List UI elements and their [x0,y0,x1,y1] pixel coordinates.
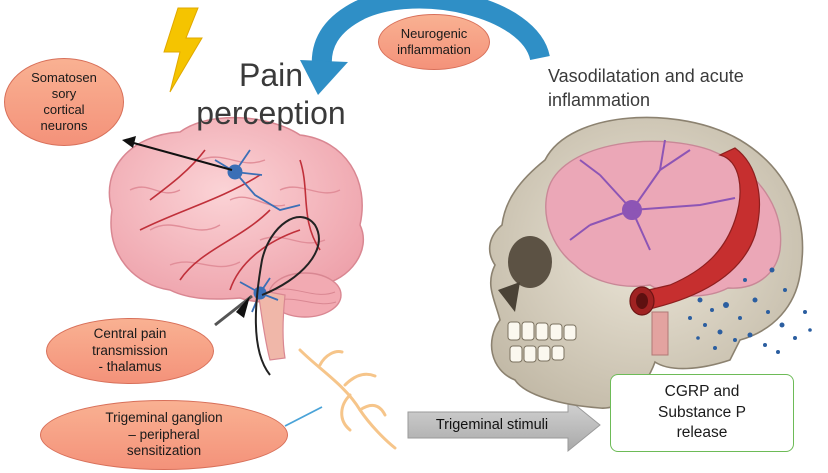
trigeminal-nerve-illustration [298,348,397,450]
somatosensory-line-4: neurons [40,117,88,133]
ganglion-pointer [284,406,323,427]
neurogenic-line-2: inflammation [397,42,471,57]
trigeminal-stimuli-arrow [407,397,601,453]
neurogenic-inflammation-label: Neurogenic inflammation [378,14,490,70]
trigeminal-ganglion-line-2: – peripheral [128,426,200,442]
pathway-arrowhead [236,296,250,318]
neurogenic-line-1: Neurogenic [400,26,468,42]
vasodilatation-line-2: inflammation [548,90,651,111]
trigeminal-ganglion-label: Trigeminal ganglion – peripheral sensiti… [40,400,288,470]
meningeal-neuron-icon [569,139,736,251]
central-pain-transmission-label: Central pain transmission - thalamus [46,318,214,384]
trigeminal-ganglion-line-1: Trigeminal ganglion [105,410,223,426]
cgrp-release-box: CGRP and Substance P release [610,374,794,452]
pain-perception-line-1: Pain [238,57,304,93]
somatosensory-arrow [122,136,233,171]
neurogenic-curved-arrow [300,0,550,95]
central-pain-line-1: Central pain [93,326,167,342]
cgrp-line-1: CGRP and [664,382,740,400]
central-pain-line-3: - thalamus [98,359,162,375]
somatosensory-line-3: cortical [43,102,85,117]
pain-perception-line-2: perception [196,95,346,132]
central-pain-line-2: transmission [92,342,168,358]
somatosensory-line-1: Somatosen [31,70,97,86]
pain-perception-title: Pain perception [186,56,356,133]
trigeminal-stimuli-label: Trigeminal stimuli [435,417,549,433]
cgrp-line-3: release [676,424,728,442]
brain-illustration [108,116,365,376]
lightning-icon [163,7,203,93]
vasodilatation-line-1: Vasodilatation and acute [548,66,744,86]
vasodilatation-label: Vasodilatation and acute inflammation [548,64,788,113]
somatosensory-line-2: sory [51,86,77,102]
trigeminal-ganglion-line-3: sensitization [126,443,202,459]
cgrp-line-2: Substance P [658,403,746,421]
somatosensory-neurons-label: Somatosen sory cortical neurons [4,58,124,146]
skull-illustration [488,116,812,409]
cortical-neuron-icon [214,149,301,211]
